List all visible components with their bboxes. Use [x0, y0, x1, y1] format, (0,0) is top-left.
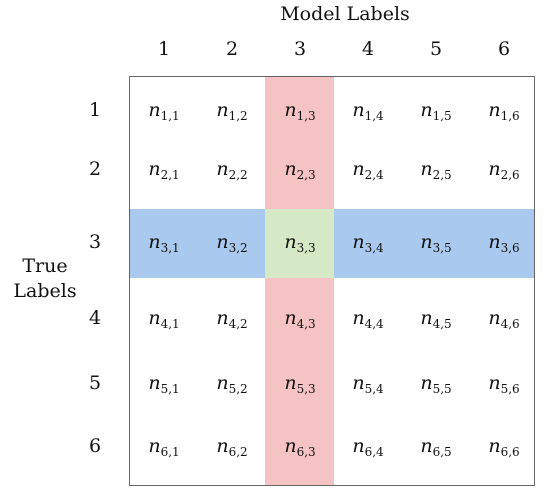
matrix-cell-2-1: n2,1 [148, 158, 180, 182]
matrix-cell-5-6: n5,6 [488, 372, 520, 396]
matrix-cell-5-4: n5,4 [352, 372, 384, 396]
row-axis-title-line-2: Labels [13, 280, 77, 302]
row-label-1: 1 [88, 99, 102, 121]
matrix-cell-4-3: n4,3 [284, 307, 316, 331]
matrix-cell-1-5: n1,5 [420, 99, 452, 123]
matrix-cell-4-1: n4,1 [148, 307, 180, 331]
highlighted-column-band [265, 77, 334, 485]
matrix-cell-1-3: n1,3 [284, 99, 316, 123]
column-axis-title: Model Labels [280, 3, 410, 25]
matrix-cell-6-5: n6,5 [420, 435, 452, 459]
matrix-cell-5-1: n5,1 [148, 372, 180, 396]
row-axis-title-line-1: True [22, 255, 68, 277]
row-axis-title: True Labels [6, 254, 84, 304]
matrix-cell-5-2: n5,2 [216, 372, 248, 396]
matrix-cell-4-4: n4,4 [352, 307, 384, 331]
column-label-6: 6 [497, 38, 511, 60]
column-label-5: 5 [429, 38, 443, 60]
matrix-cell-6-1: n6,1 [148, 435, 180, 459]
matrix-cell-6-4: n6,4 [352, 435, 384, 459]
matrix-cell-1-4: n1,4 [352, 99, 384, 123]
matrix-cell-4-2: n4,2 [216, 307, 248, 331]
matrix-cell-2-4: n2,4 [352, 158, 384, 182]
matrix-frame [129, 76, 535, 486]
row-label-5: 5 [88, 372, 102, 394]
matrix-cell-2-2: n2,2 [216, 158, 248, 182]
matrix-cell-4-6: n4,6 [488, 307, 520, 331]
column-label-2: 2 [225, 38, 239, 60]
column-label-1: 1 [157, 38, 171, 60]
matrix-cell-4-5: n4,5 [420, 307, 452, 331]
matrix-cell-5-5: n5,5 [420, 372, 452, 396]
row-label-2: 2 [88, 158, 102, 180]
matrix-cell-2-5: n2,5 [420, 158, 452, 182]
matrix-cell-5-3: n5,3 [284, 372, 316, 396]
matrix-cell-2-6: n2,6 [488, 158, 520, 182]
matrix-cell-3-5: n3,5 [420, 231, 452, 255]
matrix-cell-6-6: n6,6 [488, 435, 520, 459]
matrix-cell-3-4: n3,4 [352, 231, 384, 255]
matrix-cell-1-6: n1,6 [488, 99, 520, 123]
matrix-cell-3-6: n3,6 [488, 231, 520, 255]
matrix-cell-6-3: n6,3 [284, 435, 316, 459]
matrix-cell-3-3: n3,3 [284, 231, 316, 255]
matrix-cell-2-3: n2,3 [284, 158, 316, 182]
row-label-3: 3 [88, 231, 102, 253]
matrix-cell-3-1: n3,1 [148, 231, 180, 255]
highlighted-intersection-cell [265, 209, 334, 278]
matrix-cell-1-1: n1,1 [148, 99, 180, 123]
matrix-cell-6-2: n6,2 [216, 435, 248, 459]
row-label-4: 4 [88, 307, 102, 329]
row-label-6: 6 [88, 435, 102, 457]
column-label-3: 3 [293, 38, 307, 60]
matrix-cell-3-2: n3,2 [216, 231, 248, 255]
column-label-4: 4 [361, 38, 375, 60]
matrix-cell-1-2: n1,2 [216, 99, 248, 123]
